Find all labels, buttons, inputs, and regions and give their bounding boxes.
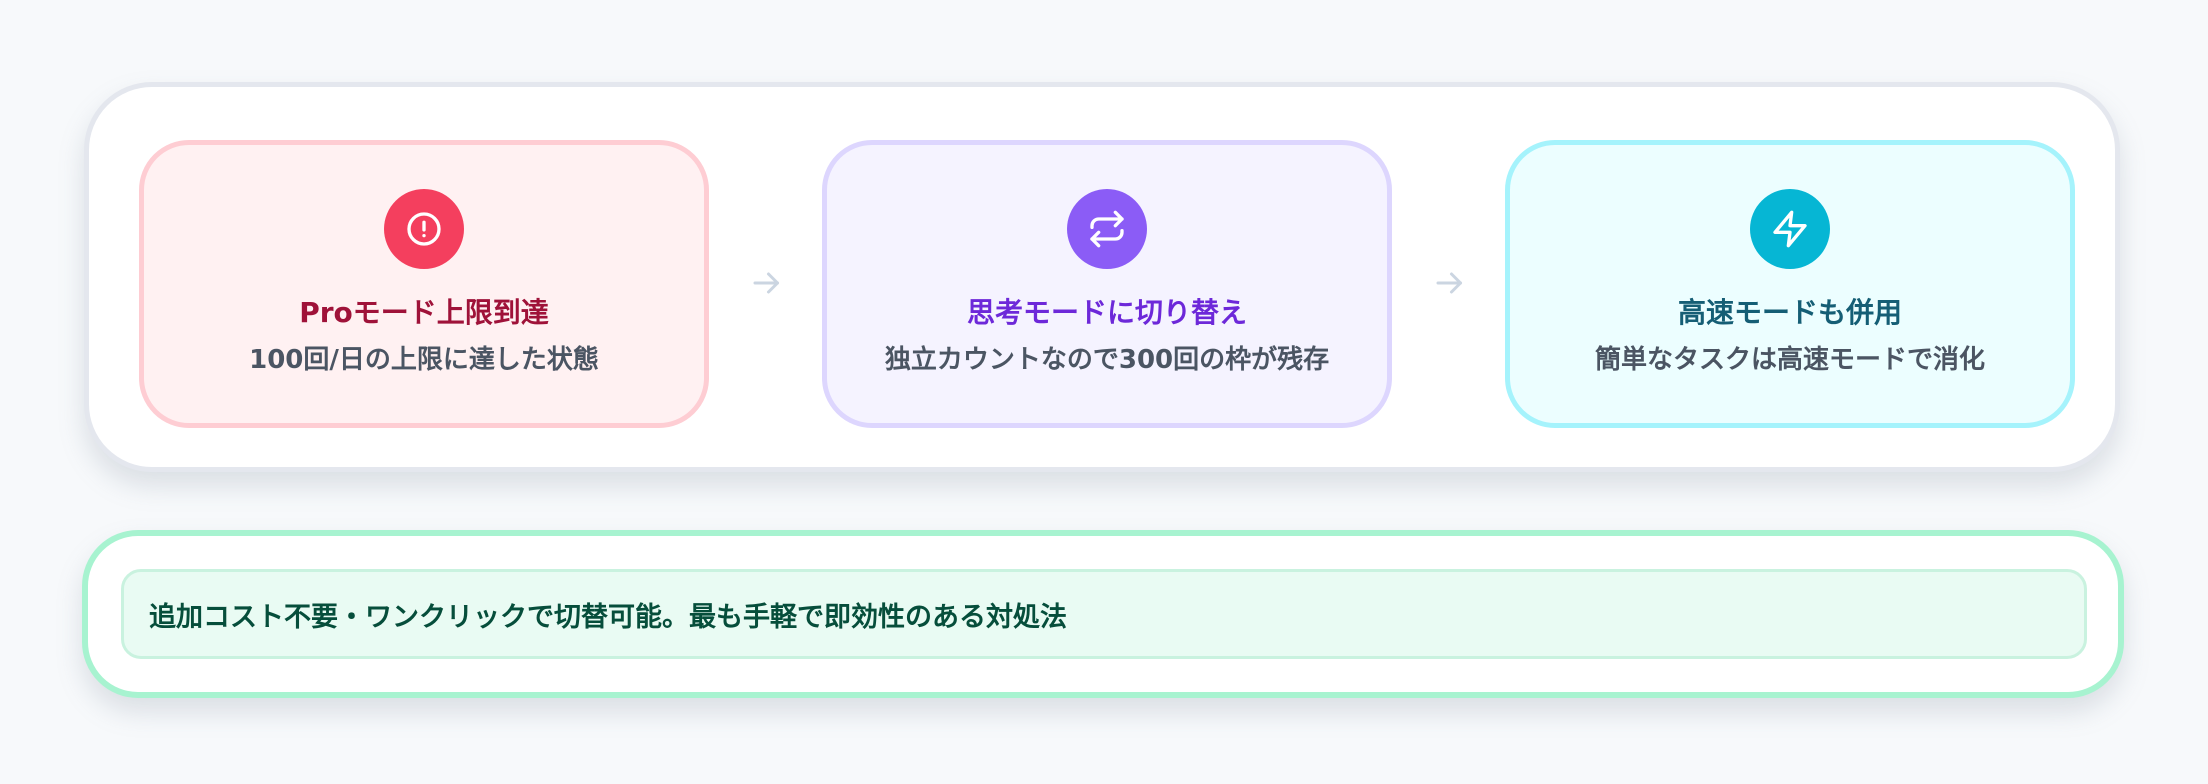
step-title: Proモード上限到達 bbox=[299, 296, 549, 329]
step-description: 簡単なタスクは高速モードで消化 bbox=[1594, 345, 1985, 375]
note-box: 追加コスト不要・ワンクリックで切替可能。最も手軽で即効性のある対処法 bbox=[121, 569, 2087, 659]
zap-icon bbox=[1750, 189, 1830, 269]
repeat-icon bbox=[1067, 189, 1147, 269]
arrow-right-icon bbox=[753, 272, 779, 294]
alert-circle-icon bbox=[384, 189, 464, 269]
step-description: 100回/日の上限に達した状態 bbox=[249, 345, 599, 375]
step-card-thinking-mode: 思考モードに切り替え 独立カウントなので300回の枠が残存 bbox=[822, 140, 1392, 428]
step-description: 独立カウントなので300回の枠が残存 bbox=[884, 345, 1330, 375]
arrow-right-icon bbox=[1436, 272, 1462, 294]
step-title: 高速モードも併用 bbox=[1677, 296, 1902, 329]
step-card-fast-mode: 高速モードも併用 簡単なタスクは高速モードで消化 bbox=[1505, 140, 2075, 428]
flow-panel: Proモード上限到達 100回/日の上限に達した状態 思考モードに切り替え 独立… bbox=[84, 82, 2120, 472]
note-text: 追加コスト不要・ワンクリックで切替可能。最も手軽で即効性のある対処法 bbox=[149, 601, 1067, 633]
step-title: 思考モードに切り替え bbox=[966, 296, 1247, 329]
note-panel: 追加コスト不要・ワンクリックで切替可能。最も手軽で即効性のある対処法 bbox=[82, 530, 2124, 698]
step-card-pro-limit: Proモード上限到達 100回/日の上限に達した状態 bbox=[139, 140, 709, 428]
